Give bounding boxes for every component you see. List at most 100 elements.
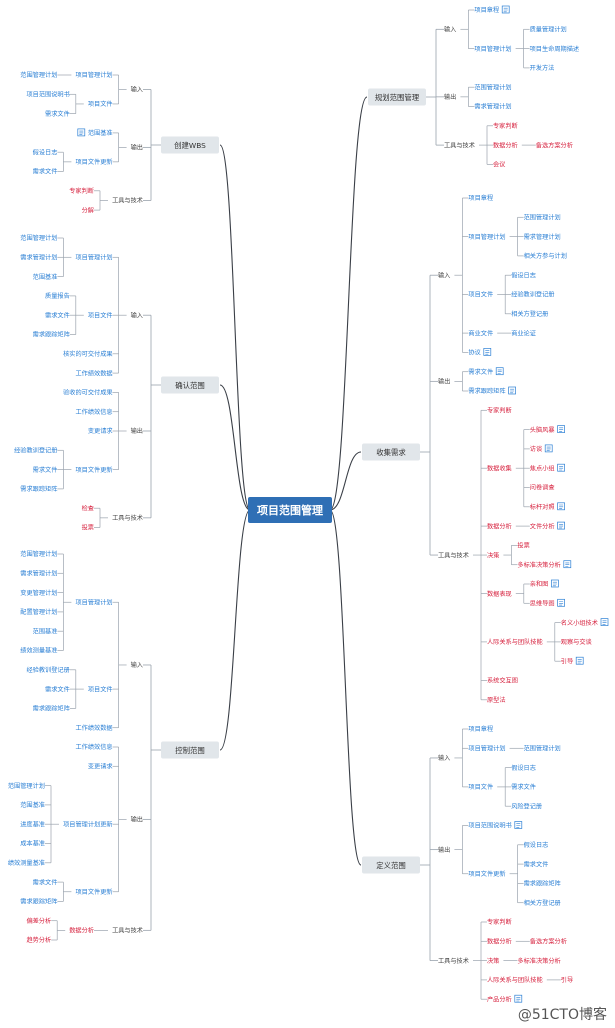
group-label: 输出	[131, 144, 143, 152]
topic-label: 创建WBS	[174, 141, 206, 150]
node-2: 人际关系与团队技能	[487, 976, 543, 984]
note-icon[interactable]	[563, 560, 572, 569]
node-2: 数据收集	[487, 464, 512, 472]
topic-box[interactable]	[362, 856, 420, 874]
node-3: 质量报告	[45, 292, 70, 300]
node-3: 投票	[517, 542, 529, 550]
node-3: 范围管理计划	[20, 550, 57, 558]
node-3: 思维导图	[530, 600, 555, 608]
node-3: 经验教训登记册	[14, 447, 57, 455]
note-icon[interactable]	[600, 618, 609, 626]
node-3: 商业论证	[511, 329, 536, 337]
node-3: 范围基准	[33, 627, 58, 635]
node-2: 工作绩效信息	[75, 743, 112, 751]
group-label: 输出	[444, 93, 456, 101]
node-2: 项目文件	[468, 291, 493, 299]
node-3: 需求管理计划	[20, 254, 57, 262]
node-2: 项目管理计划	[468, 233, 505, 241]
group-label: 输出	[438, 846, 450, 854]
node-2: 项目文件	[468, 783, 493, 791]
note-icon[interactable]	[508, 386, 516, 395]
group-label: 输出	[131, 816, 143, 824]
group-label: 工具与技术	[112, 927, 143, 935]
node-3: 引导	[561, 976, 573, 984]
node-2: 工作绩效信息	[75, 408, 112, 416]
note-icon[interactable]	[551, 579, 559, 588]
group-label: 工具与技术	[112, 514, 143, 522]
node-3: 多标准决策分析	[517, 957, 560, 965]
node-3: 偏差分析	[26, 917, 51, 925]
topic-box[interactable]	[161, 376, 219, 394]
node-3: 备选方案分析	[530, 938, 567, 946]
node-2: 系统交互图	[487, 677, 518, 685]
node-3: 假设日志	[511, 764, 536, 772]
node-3: 需求跟踪矩阵	[20, 898, 57, 906]
node-3: 需求文件	[33, 466, 58, 474]
node-3: 项目范围说明书	[26, 91, 69, 99]
node-2: 产品分析	[487, 995, 512, 1003]
note-icon[interactable]	[557, 425, 565, 433]
note-icon[interactable]	[557, 502, 565, 511]
node-3: 文件分析	[530, 522, 555, 530]
node-3: 范围管理计划	[20, 71, 57, 79]
note-icon[interactable]	[501, 5, 510, 14]
root-node[interactable]: 项目范围管理	[248, 497, 332, 523]
node-3: 开发方法	[530, 64, 555, 72]
node-2: 范围基准	[88, 129, 113, 137]
node-3: 需求跟踪矩阵	[524, 880, 561, 888]
node-3: 经验教训登记册	[511, 291, 554, 299]
note-icon[interactable]	[557, 521, 565, 530]
watermark: @51CTO博客	[517, 1007, 607, 1023]
node-2: 项目章程	[468, 725, 493, 733]
node-3: 相关方登记册	[524, 899, 561, 907]
node-3: 趋势分析	[26, 936, 51, 944]
note-icon[interactable]	[77, 128, 86, 137]
node-3: 需求文件	[511, 783, 536, 791]
note-icon[interactable]	[575, 656, 584, 665]
node-2: 范围管理计划	[474, 83, 511, 91]
topic-box[interactable]	[368, 88, 426, 106]
node-3: 需求文件	[33, 168, 58, 176]
node-2: 需求文件	[468, 368, 493, 376]
topic-label: 收集需求	[376, 448, 406, 457]
node-2: 项目章程	[474, 6, 499, 14]
group-label: 输入	[438, 271, 450, 279]
node-3: 假设日志	[511, 271, 536, 279]
group-label: 工具与技术	[444, 141, 475, 149]
group-label: 输出	[131, 427, 143, 435]
root-label: 项目范围管理	[257, 503, 323, 517]
node-2: 数据分析	[493, 141, 518, 149]
node-3: 假设日志	[524, 841, 549, 849]
note-icon[interactable]	[483, 348, 492, 356]
topic-box[interactable]	[161, 136, 219, 154]
node-2: 工作绩效数据	[75, 724, 112, 732]
node-2: 项目管理计划	[75, 254, 112, 262]
node-2: 项目文件更新	[75, 466, 112, 474]
note-icon[interactable]	[544, 444, 553, 453]
note-icon[interactable]	[557, 463, 565, 472]
group-label: 输入	[131, 86, 143, 94]
node-3: 范围管理计划	[8, 782, 45, 790]
node-2: 变更请求	[88, 763, 113, 771]
node-3: 备选方案分析	[536, 141, 573, 149]
note-icon[interactable]	[495, 367, 504, 376]
note-icon[interactable]	[557, 598, 565, 607]
node-2: 需求跟踪矩阵	[468, 387, 505, 395]
node-2: 数据分析	[69, 927, 94, 935]
node-3: 范围管理计划	[524, 745, 561, 753]
topic-label: 规划范围管理	[375, 93, 420, 102]
node-3: 需求跟踪矩阵	[20, 485, 57, 493]
node-3: 引导	[561, 657, 573, 665]
node-2: 项目管理计划	[474, 45, 511, 53]
topic-box[interactable]	[362, 443, 420, 461]
node-2: 专家判断	[487, 918, 512, 926]
node-3: 变更管理计划	[20, 589, 57, 597]
node-2: 变更请求	[88, 427, 113, 435]
node-2: 数据分析	[487, 938, 512, 946]
node-3: 访谈	[530, 445, 543, 453]
note-icon[interactable]	[514, 821, 523, 829]
note-icon[interactable]	[514, 994, 523, 1003]
node-2: 项目管理计划	[75, 598, 112, 606]
node-3: 范围管理计划	[20, 234, 57, 242]
topic-box[interactable]	[161, 741, 219, 759]
